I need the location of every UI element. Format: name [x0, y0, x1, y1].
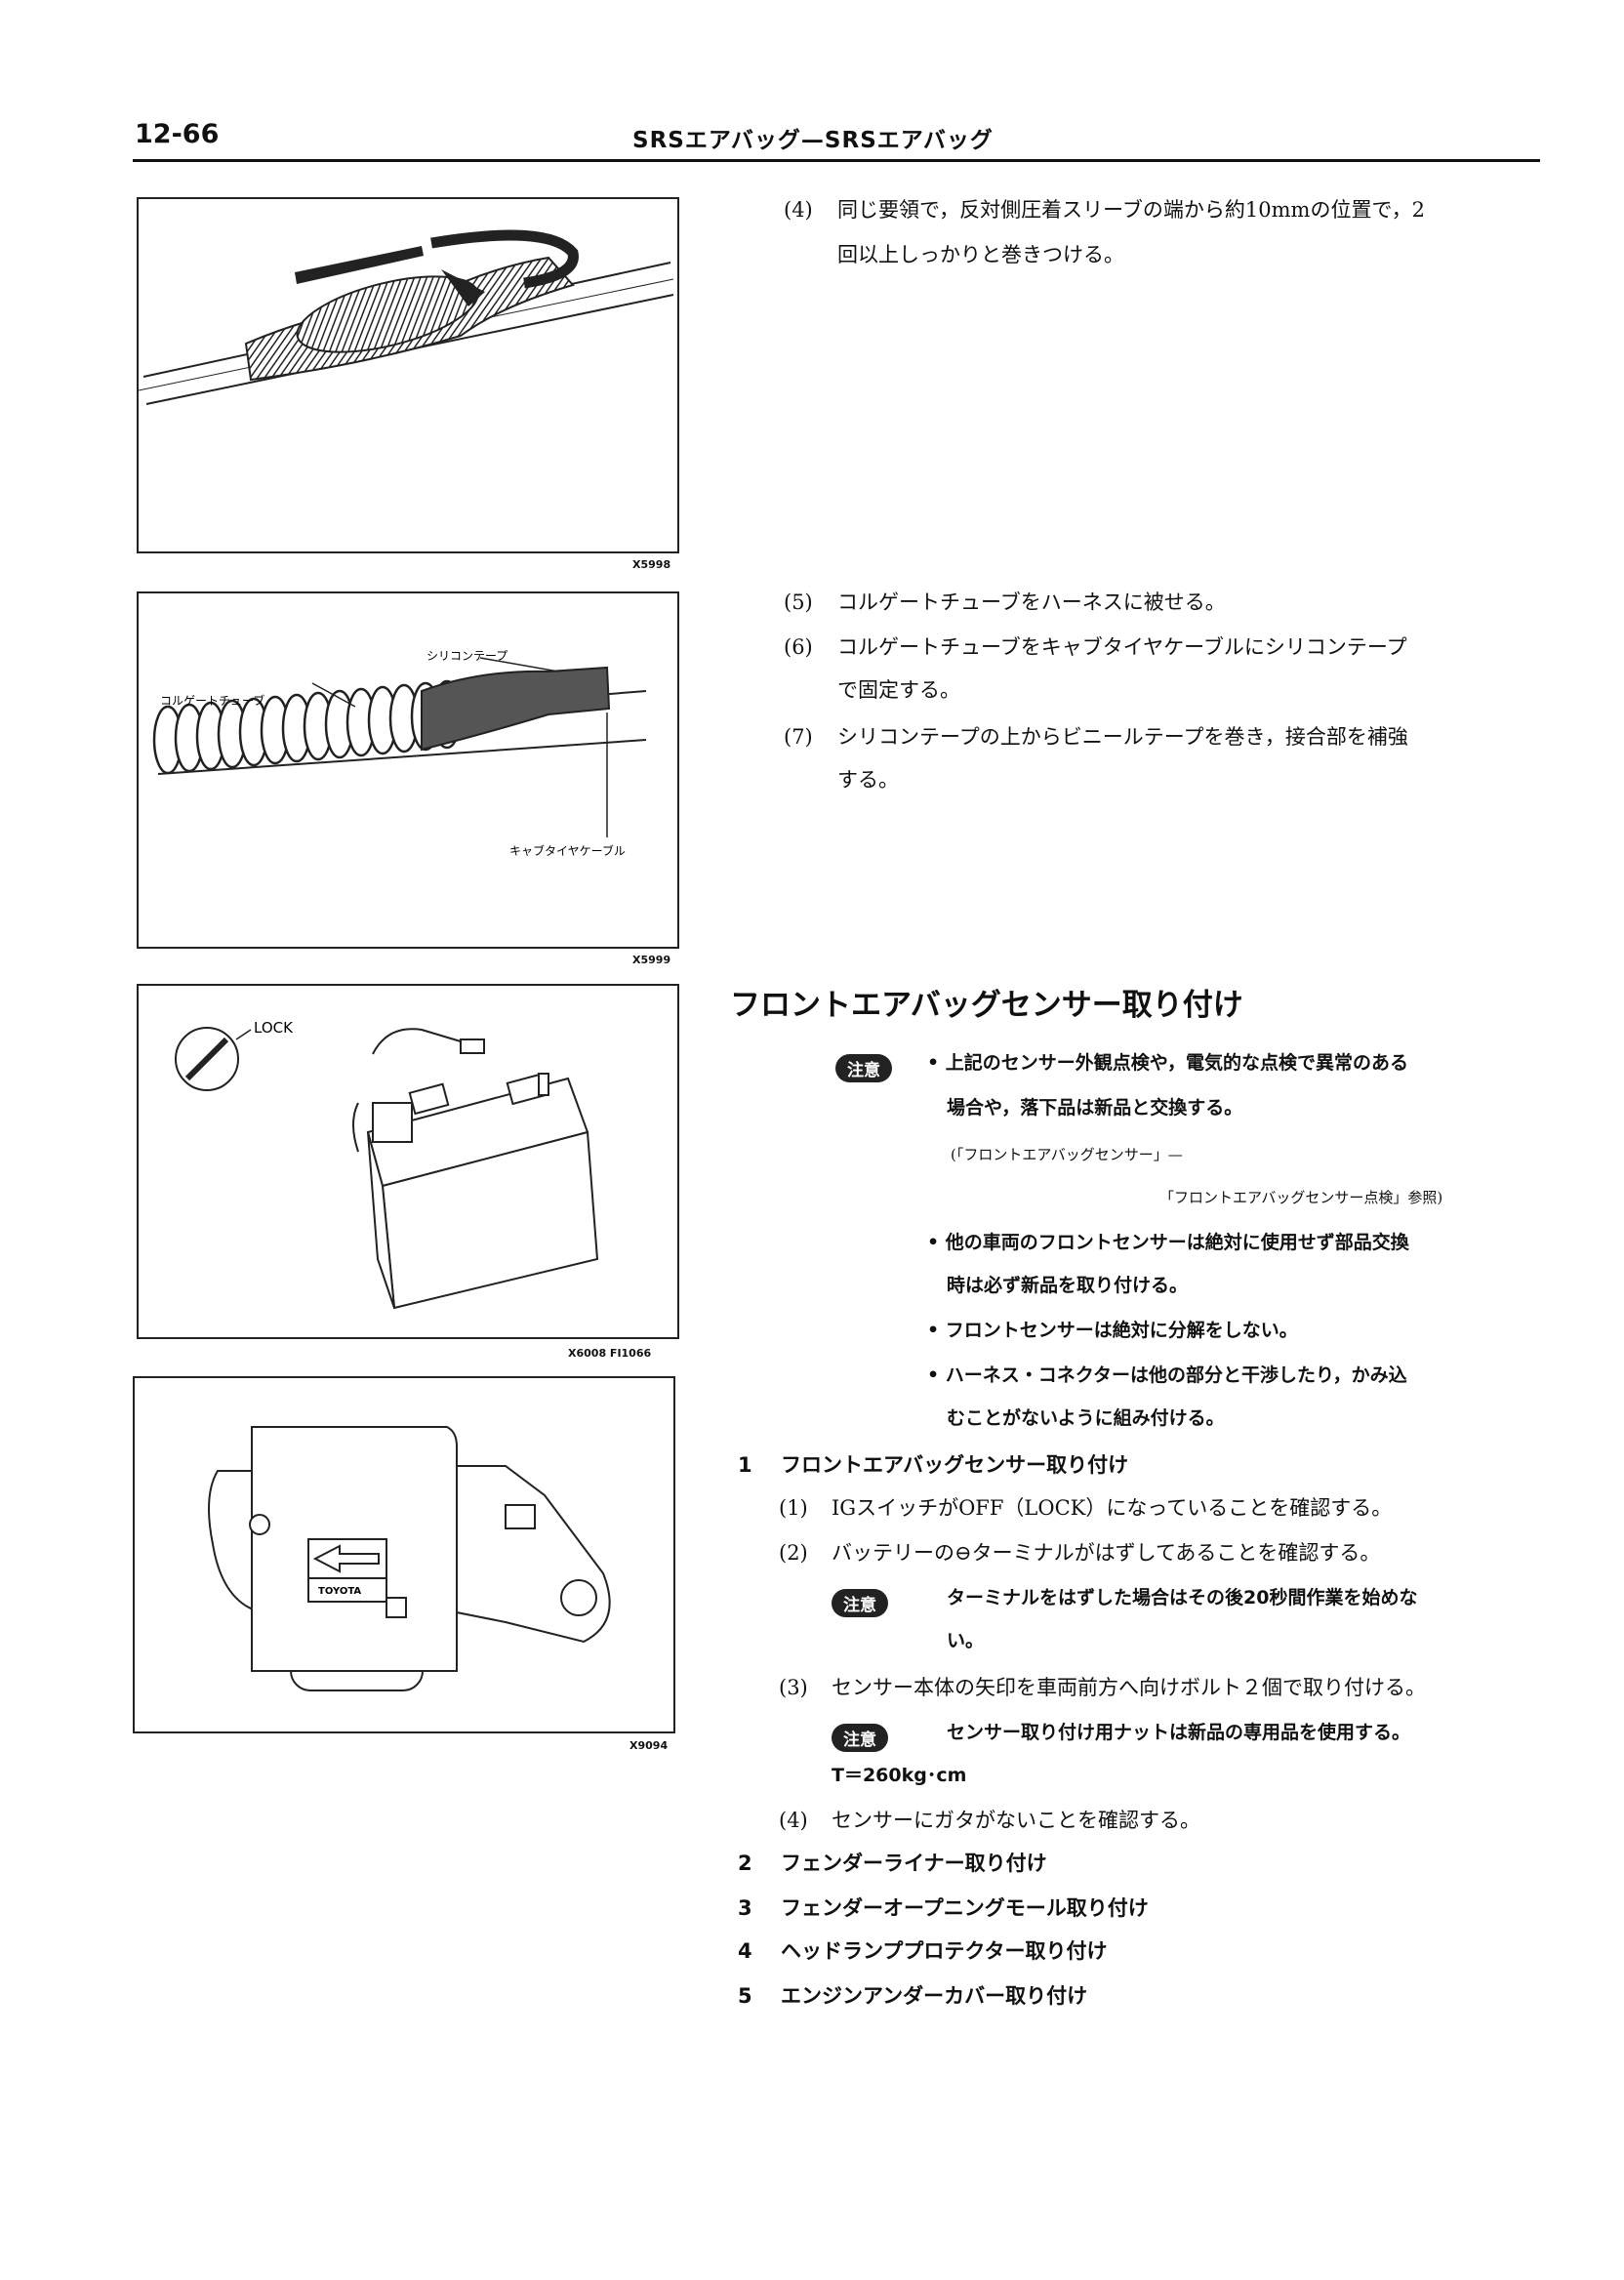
caution-text: 場合や，落下品は新品と交換する。: [947, 1097, 1243, 1119]
corrugated-tube-illustration: シリコンテープ コルゲートチューブ キャブタイヤケーブル: [152, 649, 647, 858]
label-cabtire-cable: キャブタイヤケーブル: [509, 843, 626, 858]
step-number: (5): [784, 590, 813, 614]
main-step-number: 1: [738, 1453, 752, 1477]
step-text: センサーにガタがないことを確認する。: [832, 1809, 1200, 1832]
sensor-illustration: TOYOTA: [208, 1426, 611, 1691]
caution-reference: 「フロントエアバッグセンサー点検」参照): [1159, 1189, 1443, 1206]
step-text: コルゲートチューブをハーネスに被せる。: [837, 590, 1226, 614]
step-number: (4): [779, 1809, 808, 1832]
figure-code: X5999: [632, 954, 671, 966]
caution-text: い。: [947, 1630, 985, 1651]
main-step-number: 4: [738, 1939, 752, 1963]
step-number: (4): [784, 198, 813, 222]
caution-text: 時は必ず新品を取り付ける。: [947, 1275, 1189, 1296]
caution-text: むことがないように組み付ける。: [947, 1407, 1225, 1429]
step-text: する。: [837, 768, 899, 792]
figure-code: X9094: [629, 1739, 669, 1752]
step-number: (1): [779, 1496, 808, 1520]
caution-text: • 他の車両のフロントセンサーは絶対に使用せず部品交換: [927, 1232, 1409, 1253]
main-step-text: フェンダーオープニングモール取り付け: [781, 1896, 1149, 1920]
main-step-text: フロントエアバッグセンサー取り付け: [781, 1453, 1129, 1477]
caution-text: ターミナルをはずした場合はその後20秒間作業を始めな: [947, 1587, 1418, 1608]
figure-corrugated-tube: シリコンテープ コルゲートチューブ キャブタイヤケーブル: [137, 591, 679, 949]
page-header-title: SRSエアバッグ—SRSエアバッグ: [632, 128, 994, 153]
caution-text: センサー取り付け用ナットは新品の専用品を使用する。: [947, 1722, 1411, 1743]
toyota-logo-text: TOYOTA: [318, 1586, 361, 1597]
step-text: コルゲートチューブをキャブタイヤケーブルにシリコンテープ: [837, 635, 1407, 659]
step-number: (3): [779, 1676, 808, 1699]
tape-wrap-illustration: [138, 229, 674, 405]
caution-text: • 上記のセンサー外観点検や，電気的な点検で異常のある: [927, 1052, 1409, 1074]
step-text: IGスイッチがOFF（LOCK）になっていることを確認する。: [832, 1496, 1393, 1520]
figure-sensor: TOYOTA: [133, 1376, 675, 1733]
step-text: 回以上しっかりと巻きつける。: [837, 243, 1124, 266]
main-step-number: 5: [738, 1984, 752, 2008]
figure-code: X5998: [632, 558, 671, 571]
header-rule: [133, 159, 1540, 162]
label-corrugated-tube: コルゲートチューブ: [160, 693, 264, 708]
main-step-text: フェンダーライナー取り付け: [781, 1852, 1047, 1875]
main-step-number: 2: [738, 1852, 752, 1875]
figure-code: X6008 FI1066: [568, 1347, 652, 1360]
step-text: センサー本体の矢印を車両前方へ向けボルト２個で取り付ける。: [832, 1676, 1426, 1699]
battery-illustration: LOCK: [175, 1019, 599, 1310]
main-step-number: 3: [738, 1896, 752, 1920]
caution-text: • ハーネス・コネクターは他の部分と干渉したり，かみ込: [927, 1364, 1407, 1386]
caution-text: • フロントセンサーは絶対に分解をしない。: [927, 1320, 1298, 1341]
caution-reference: (「フロントエアバッグセンサー」—: [951, 1146, 1183, 1163]
step-number: (7): [784, 725, 813, 749]
step-number: (2): [779, 1541, 808, 1565]
label-lock: LOCK: [254, 1019, 294, 1037]
torque-spec: T＝260kg･cm: [832, 1765, 967, 1786]
page-number: 12-66: [135, 119, 220, 149]
figure-tape-wrap: [137, 197, 679, 553]
main-step-text: エンジンアンダーカバー取り付け: [781, 1984, 1088, 2008]
figure-battery: LOCK: [137, 984, 679, 1339]
caution-badge: 注意: [832, 1724, 888, 1752]
caution-badge: 注意: [832, 1589, 888, 1617]
step-number: (6): [784, 635, 813, 659]
main-step-text: ヘッドランププロテクター取り付け: [781, 1939, 1108, 1963]
section-title: フロントエアバッグセンサー取り付け: [730, 988, 1243, 1023]
step-text: 同じ要領で，反対側圧着スリーブの端から約10mmの位置で，2: [837, 198, 1425, 222]
step-text: シリコンテープの上からビニールテープを巻き，接合部を補強: [837, 725, 1408, 749]
step-text: で固定する。: [837, 678, 960, 702]
label-silicone-tape: シリコンテープ: [426, 649, 508, 663]
caution-badge: 注意: [835, 1054, 892, 1082]
step-text: バッテリーの⊖ターミナルがはずしてあることを確認する。: [832, 1541, 1381, 1565]
